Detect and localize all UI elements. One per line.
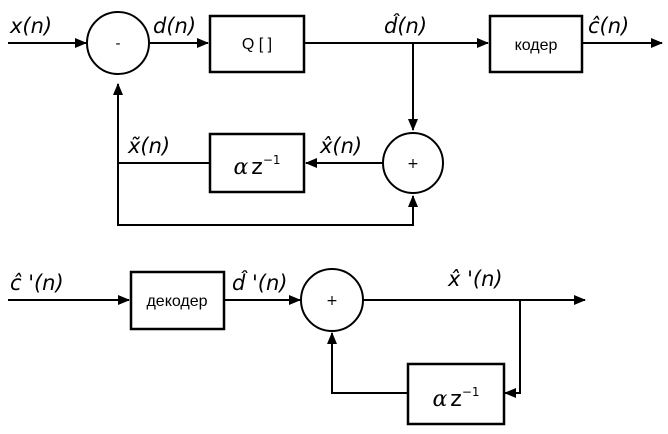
difference-signal-label: d(n) bbox=[153, 14, 196, 38]
decoder-adder-node: + bbox=[300, 268, 364, 332]
reconstructed-signal-label: x̂(n) bbox=[319, 134, 362, 158]
encoder-adder-node: + bbox=[382, 132, 444, 194]
subtractor-node: - bbox=[86, 11, 150, 75]
decoder-input-label: ĉ '(n) bbox=[10, 271, 64, 295]
decoder-block: декодер bbox=[129, 270, 226, 331]
encoder-output-label: ĉ(n) bbox=[588, 14, 629, 38]
input-signal-label: x(n) bbox=[9, 14, 52, 38]
prediction-to-adder-arrow bbox=[117, 163, 418, 226]
predictor-to-adder-arrow bbox=[327, 332, 408, 394]
decoded-signal-label: d̂ '(n) bbox=[232, 270, 287, 295]
prediction-signal-label: x̃(n) bbox=[127, 134, 170, 158]
decoder-block-label: декодер bbox=[146, 293, 207, 310]
output-to-predictor-arrow bbox=[504, 300, 521, 398]
subtract-sign: - bbox=[115, 36, 120, 52]
coder-label: кодер bbox=[515, 37, 558, 54]
encoder-add-sign: + bbox=[407, 156, 419, 172]
decoder-add-sign: + bbox=[326, 293, 338, 309]
quantizer-label: Q [ ] bbox=[242, 36, 272, 53]
quantizer-block: Q [ ] bbox=[208, 14, 306, 74]
decoder-output-label: x̂ '(n) bbox=[447, 267, 503, 291]
quantized-signal-label: d̂(n) bbox=[384, 13, 427, 38]
coder-block: кодер bbox=[488, 14, 584, 74]
